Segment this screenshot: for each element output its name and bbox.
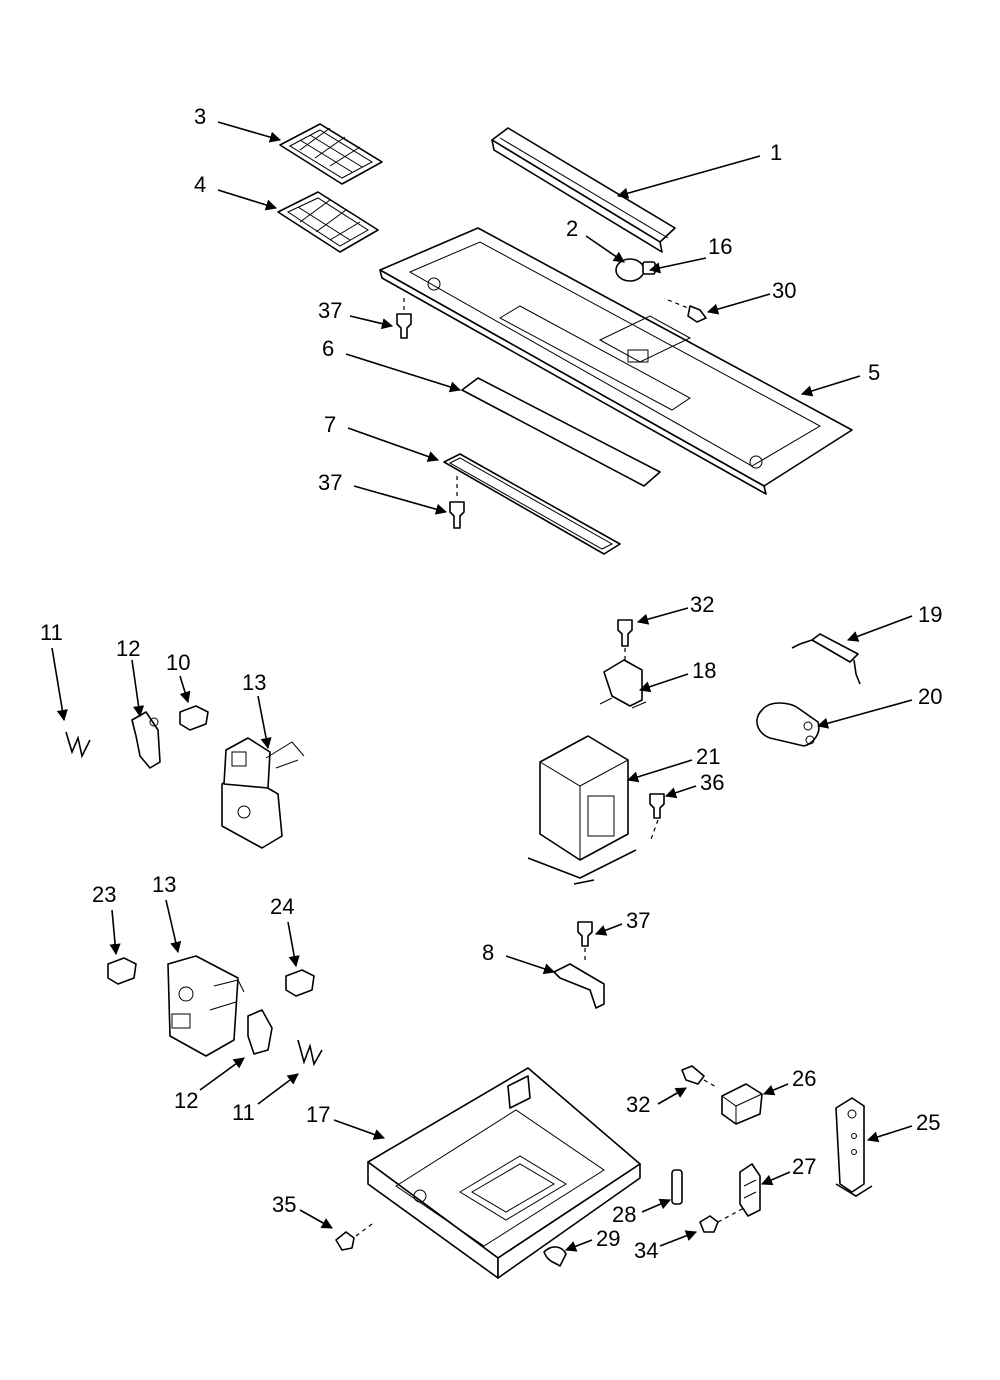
part-8-bracket — [553, 963, 605, 1009]
callout-36: 36 — [700, 770, 724, 795]
callout-13-upper: 13 — [242, 670, 266, 695]
part-18-bracket — [599, 659, 647, 709]
callout-11-upper: 11 — [40, 620, 63, 645]
callout-3: 3 — [194, 104, 206, 129]
callout-7: 7 — [324, 412, 336, 437]
callout-25: 25 — [916, 1110, 940, 1135]
part-7-bracket — [443, 453, 621, 555]
callout-17: 17 — [306, 1102, 330, 1127]
part-12-lever-lower — [247, 1009, 273, 1055]
callout-18: 18 — [692, 658, 716, 683]
callout-labels: 1 2 3 4 16 30 5 37 6 7 37 11 12 10 13 23… — [40, 104, 942, 1263]
part-34-screw — [699, 1207, 745, 1233]
part-26-block — [721, 1083, 763, 1125]
part-23-switch — [107, 957, 137, 985]
part-4-filter — [277, 191, 379, 253]
callout-34: 34 — [634, 1238, 658, 1263]
callout-35: 35 — [272, 1192, 296, 1217]
callout-6: 6 — [322, 336, 334, 361]
callout-23: 23 — [92, 882, 116, 907]
part-5-vent-panel — [379, 227, 853, 495]
part-37-screw-top — [396, 298, 412, 339]
part-6-strip — [461, 377, 661, 487]
callout-37-mid: 37 — [318, 470, 342, 495]
part-10-switch — [179, 705, 209, 731]
callout-16: 16 — [708, 234, 732, 259]
callout-19: 19 — [918, 602, 942, 627]
callout-30: 30 — [772, 278, 796, 303]
part-24-switch — [285, 969, 315, 997]
part-13-bracket-upper — [221, 737, 305, 849]
callout-10: 10 — [166, 650, 190, 675]
part-2-bulb — [615, 258, 645, 282]
part-37-screw-lower — [577, 921, 593, 960]
callout-4: 4 — [194, 172, 206, 197]
part-21-transformer — [527, 735, 637, 885]
part-11-spring-lower — [297, 1039, 323, 1067]
callout-24: 24 — [270, 894, 294, 919]
callout-2: 2 — [566, 216, 578, 241]
leader-lines — [51, 121, 913, 1252]
part-3-filter — [279, 123, 383, 185]
callout-32-lower: 32 — [626, 1092, 650, 1117]
callout-12-lower: 12 — [174, 1088, 198, 1113]
part-27-fuse-holder — [739, 1163, 761, 1217]
callout-20: 20 — [918, 684, 942, 709]
part-36-screw — [649, 793, 665, 843]
callout-8: 8 — [482, 940, 494, 965]
part-11-spring-upper — [65, 731, 91, 759]
part-13-bracket-lower — [167, 955, 245, 1057]
part-1-light-cover — [491, 127, 676, 253]
callout-27: 27 — [792, 1154, 816, 1179]
part-25-bracket — [835, 1097, 873, 1197]
callout-12-upper: 12 — [116, 636, 140, 661]
part-19-diode — [791, 633, 861, 685]
part-37-screw-mid — [449, 476, 465, 529]
part-35-screw — [335, 1223, 373, 1251]
callout-21: 21 — [696, 744, 720, 769]
callout-13-lower: 13 — [152, 872, 176, 897]
part-29-clip — [543, 1246, 567, 1267]
callout-28: 28 — [612, 1202, 636, 1227]
callout-29: 29 — [596, 1226, 620, 1251]
callout-26: 26 — [792, 1066, 816, 1091]
callout-11-lower: 11 — [232, 1100, 255, 1125]
part-28-fuse — [671, 1169, 683, 1205]
callout-1: 1 — [770, 140, 782, 165]
part-17-base-plate — [367, 1067, 641, 1279]
callout-5: 5 — [868, 360, 880, 385]
part-20-capacitor — [756, 702, 820, 747]
part-32-screw-upper — [617, 619, 633, 660]
callout-32-upper: 32 — [690, 592, 714, 617]
part-16-socket — [642, 261, 656, 275]
part-30-screw — [667, 299, 707, 323]
part-12-lever-upper — [131, 711, 161, 769]
callout-37-top: 37 — [318, 298, 342, 323]
callout-37-lower: 37 — [626, 908, 650, 933]
part-32-screw-lower — [681, 1065, 719, 1089]
